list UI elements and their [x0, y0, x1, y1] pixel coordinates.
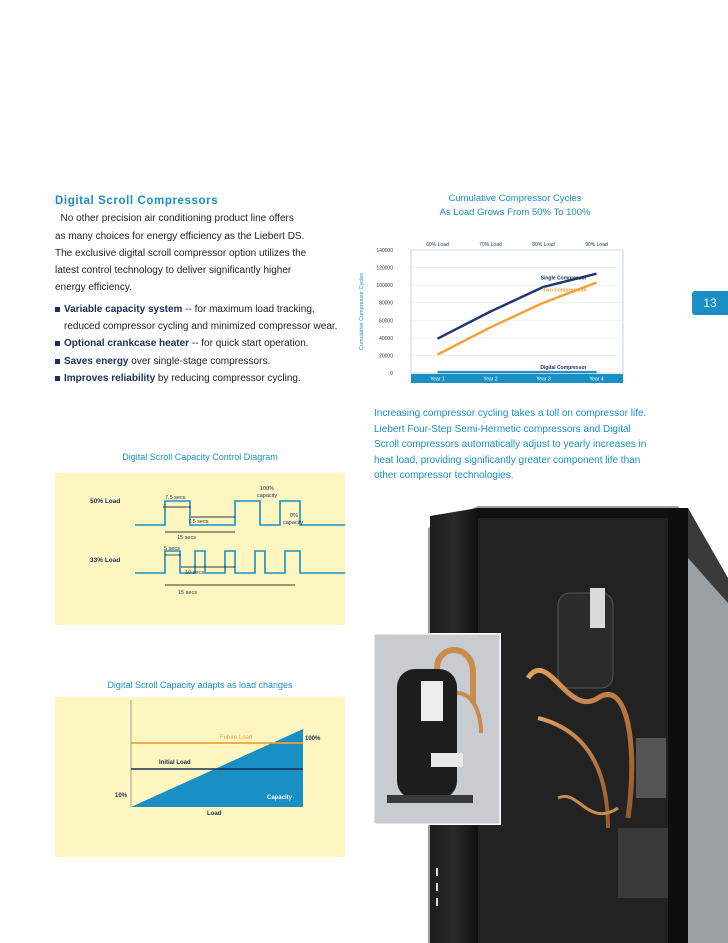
pulse-train-50	[135, 500, 345, 526]
copper-pipe	[537, 716, 610, 829]
electrical-panel	[636, 738, 666, 798]
future-load-label: Future Load	[220, 735, 252, 741]
label-15b: 15 secs	[178, 590, 197, 596]
y-tick-label: 60000	[379, 318, 393, 324]
cycle-line-chart: 0 20000 40000 60000 80000 100000 120000 140000Y…	[359, 242, 624, 383]
liebert-ds-unit-photo	[428, 506, 728, 943]
cap0-label2: capacity	[283, 520, 303, 526]
top-load-label: 70% Load	[479, 242, 502, 248]
intro-line: No other precision air conditioning prod…	[55, 213, 294, 225]
compressor-tag	[431, 753, 463, 767]
cap100-label2: capacity	[257, 493, 277, 499]
initial-load-label: Initial Load	[159, 760, 191, 766]
bullet-square-icon	[55, 341, 60, 347]
y-tick-label: 0	[390, 371, 393, 377]
y-tick-label: 100000	[376, 283, 393, 289]
label-5: 5 secs	[164, 546, 180, 552]
bullet-bold: Optional crankcase heater	[64, 338, 190, 350]
bullet-text: -- for quick start operation.	[189, 338, 309, 350]
bullet-text: over single-stage compressors.	[128, 355, 271, 367]
top-load-label: 60% Load	[426, 242, 449, 248]
series-label: Two Compressors	[543, 288, 586, 294]
digital-scroll-compressor-photo	[373, 633, 501, 825]
bullet-bold: Saves energy	[64, 355, 129, 367]
suction-pipe	[434, 647, 476, 703]
bullet-text: by reducing compressor cycling.	[155, 372, 301, 384]
chart-title: Cumulative Compressor Cycles As Load Gro…	[390, 193, 640, 218]
intro-line: The exclusive digital scroll compressor …	[55, 247, 307, 259]
bullet-item: Improves reliability by reducing compres…	[55, 370, 355, 387]
capacity-control-diagram: 50% Load 33% Load 7.5 secs 7.5 secs 15 s…	[55, 473, 345, 625]
bullet-square-icon	[55, 375, 60, 381]
x-axis-band	[411, 374, 623, 383]
label-10: 10 secs	[185, 570, 204, 576]
diagram2-title: Digital Scroll Capacity adapts as load c…	[107, 680, 293, 690]
label-15a: 15 secs	[177, 535, 196, 541]
section-title: Digital Scroll Compressors	[55, 195, 219, 207]
y-tick-label: 40000	[379, 336, 393, 342]
y-axis-title: Cumulative Compressor Cycles	[359, 273, 365, 350]
door-edge	[688, 508, 728, 603]
vent-slot	[436, 883, 438, 891]
pulse-train-33	[135, 550, 345, 574]
x-tick-label: Year 2	[483, 377, 497, 383]
load33-label: 33% Load	[90, 557, 120, 564]
load-axis-label: Load	[207, 811, 222, 817]
x-tick-label: Year 1	[430, 377, 444, 383]
series-line-1	[436, 272, 597, 340]
copper-pipe	[525, 668, 635, 819]
electrical-box	[618, 828, 668, 898]
bullet-square-icon	[55, 358, 60, 364]
bullet-text: -- for maximum load tracking,	[182, 303, 315, 315]
vent-slot	[436, 898, 438, 906]
pct10-label: 10%	[115, 793, 128, 799]
series-label: Single Compressor	[541, 276, 587, 282]
chart-caption: Increasing compressor cycling takes a to…	[374, 408, 647, 482]
compressor-label	[590, 588, 605, 628]
diagram1-title: Digital Scroll Capacity Control Diagram	[122, 452, 278, 462]
page-number-tab: 13	[692, 291, 728, 315]
bullet-item: Saves energy over single-stage compresso…	[55, 353, 355, 370]
intro-line: as many choices for energy efficiency as…	[55, 230, 305, 242]
cap0-label: 0%	[290, 513, 298, 519]
bullet-bold: Variable capacity system	[64, 303, 183, 315]
intro-line: latest control technology to deliver sig…	[55, 265, 292, 277]
label-75b: 7.5 secs	[188, 519, 209, 525]
vent-slot	[436, 868, 438, 876]
y-tick-label: 80000	[379, 301, 393, 307]
bullet-square-icon	[55, 306, 60, 312]
intro-line: energy efficiency.	[55, 282, 132, 294]
bullet-text-cont: reduced compressor cycling and minimized…	[64, 321, 338, 333]
series-line-2	[436, 281, 597, 356]
intro-section: Digital Scroll Compressors No other prec…	[55, 193, 355, 387]
cabinet-top	[478, 508, 678, 518]
y-tick-label: 20000	[379, 353, 393, 359]
y-tick-label: 120000	[376, 266, 393, 272]
series-label: Digital Compressor	[540, 365, 586, 371]
copper-pipe	[557, 794, 619, 816]
cabinet-frame	[668, 508, 688, 943]
bullet-bold: Improves reliability	[64, 372, 156, 384]
capacity-adapts-diagram: Future Load Initial Load 100% 10% Capaci…	[55, 697, 345, 857]
compressor-nameplate	[421, 681, 443, 721]
top-load-label: 80% Load	[532, 242, 555, 248]
x-tick-label: Year 4	[589, 377, 603, 383]
compressor-base	[387, 795, 473, 803]
diagram1-background	[55, 473, 345, 625]
plot-area	[410, 249, 624, 374]
bullet-item: Optional crankcase heater -- for quick s…	[55, 335, 355, 352]
bullet-item: Variable capacity system -- for maximum …	[55, 301, 355, 336]
discharge-pipe	[456, 691, 483, 734]
chart-title-line1: Cumulative Compressor Cycles	[448, 193, 582, 204]
capacity-wedge	[131, 729, 303, 807]
label-75a: 7.5 secs	[165, 495, 186, 501]
load50-label: 50% Load	[90, 498, 120, 505]
x-tick-label: Year 3	[536, 377, 550, 383]
chart-title-line2: As Load Grows From 50% To 100%	[439, 207, 591, 218]
cap100-label: 100%	[260, 486, 274, 492]
pct100-label: 100%	[305, 736, 321, 742]
top-load-label: 90% Load	[585, 242, 608, 248]
capacity-label: Capacity	[267, 795, 293, 801]
y-tick-label: 140000	[376, 248, 393, 254]
